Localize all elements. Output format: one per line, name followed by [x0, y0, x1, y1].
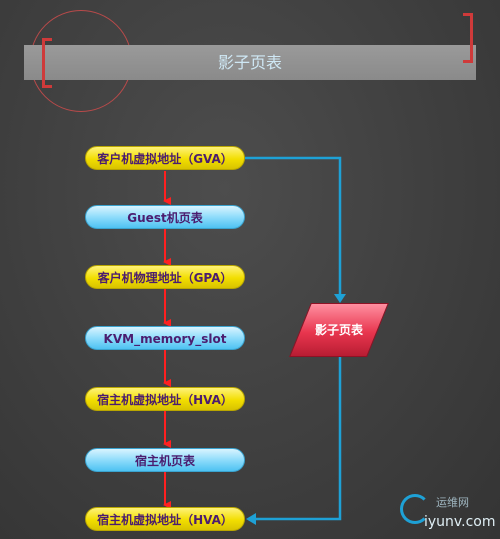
page-title: 影子页表	[217, 53, 282, 72]
node-host-page-table: 宿主机页表	[85, 448, 245, 472]
node-hva-final: 宿主机虚拟地址（HVA）	[85, 507, 245, 531]
node-hva: 宿主机虚拟地址（HVA）	[85, 387, 245, 411]
blue-arrowhead-down	[334, 294, 346, 303]
shadow-page-table-label: 影子页表	[314, 323, 363, 337]
blue-path-gva-to-shadow	[245, 156, 342, 296]
watermark-cn: 运维网	[436, 496, 469, 509]
left-bracket-decoration	[42, 38, 52, 88]
node-gva: 客户机虚拟地址（GVA）	[85, 146, 245, 170]
watermark-site: iyunv.com	[424, 514, 496, 530]
swirl-icon	[400, 494, 430, 524]
blue-path-shadow-to-hva	[254, 357, 342, 521]
node-kvm-memory-slot: KVM_memory_slot	[85, 326, 245, 350]
right-bracket-decoration	[463, 13, 473, 63]
blue-arrowhead-left	[246, 513, 256, 525]
title-banner: 影子页表	[24, 45, 476, 80]
node-guest-page-table: Guest机页表	[85, 205, 245, 229]
node-gpa: 客户机物理地址（GPA）	[85, 265, 245, 289]
watermark-logo: 运维网 iyunv.com	[396, 490, 496, 536]
